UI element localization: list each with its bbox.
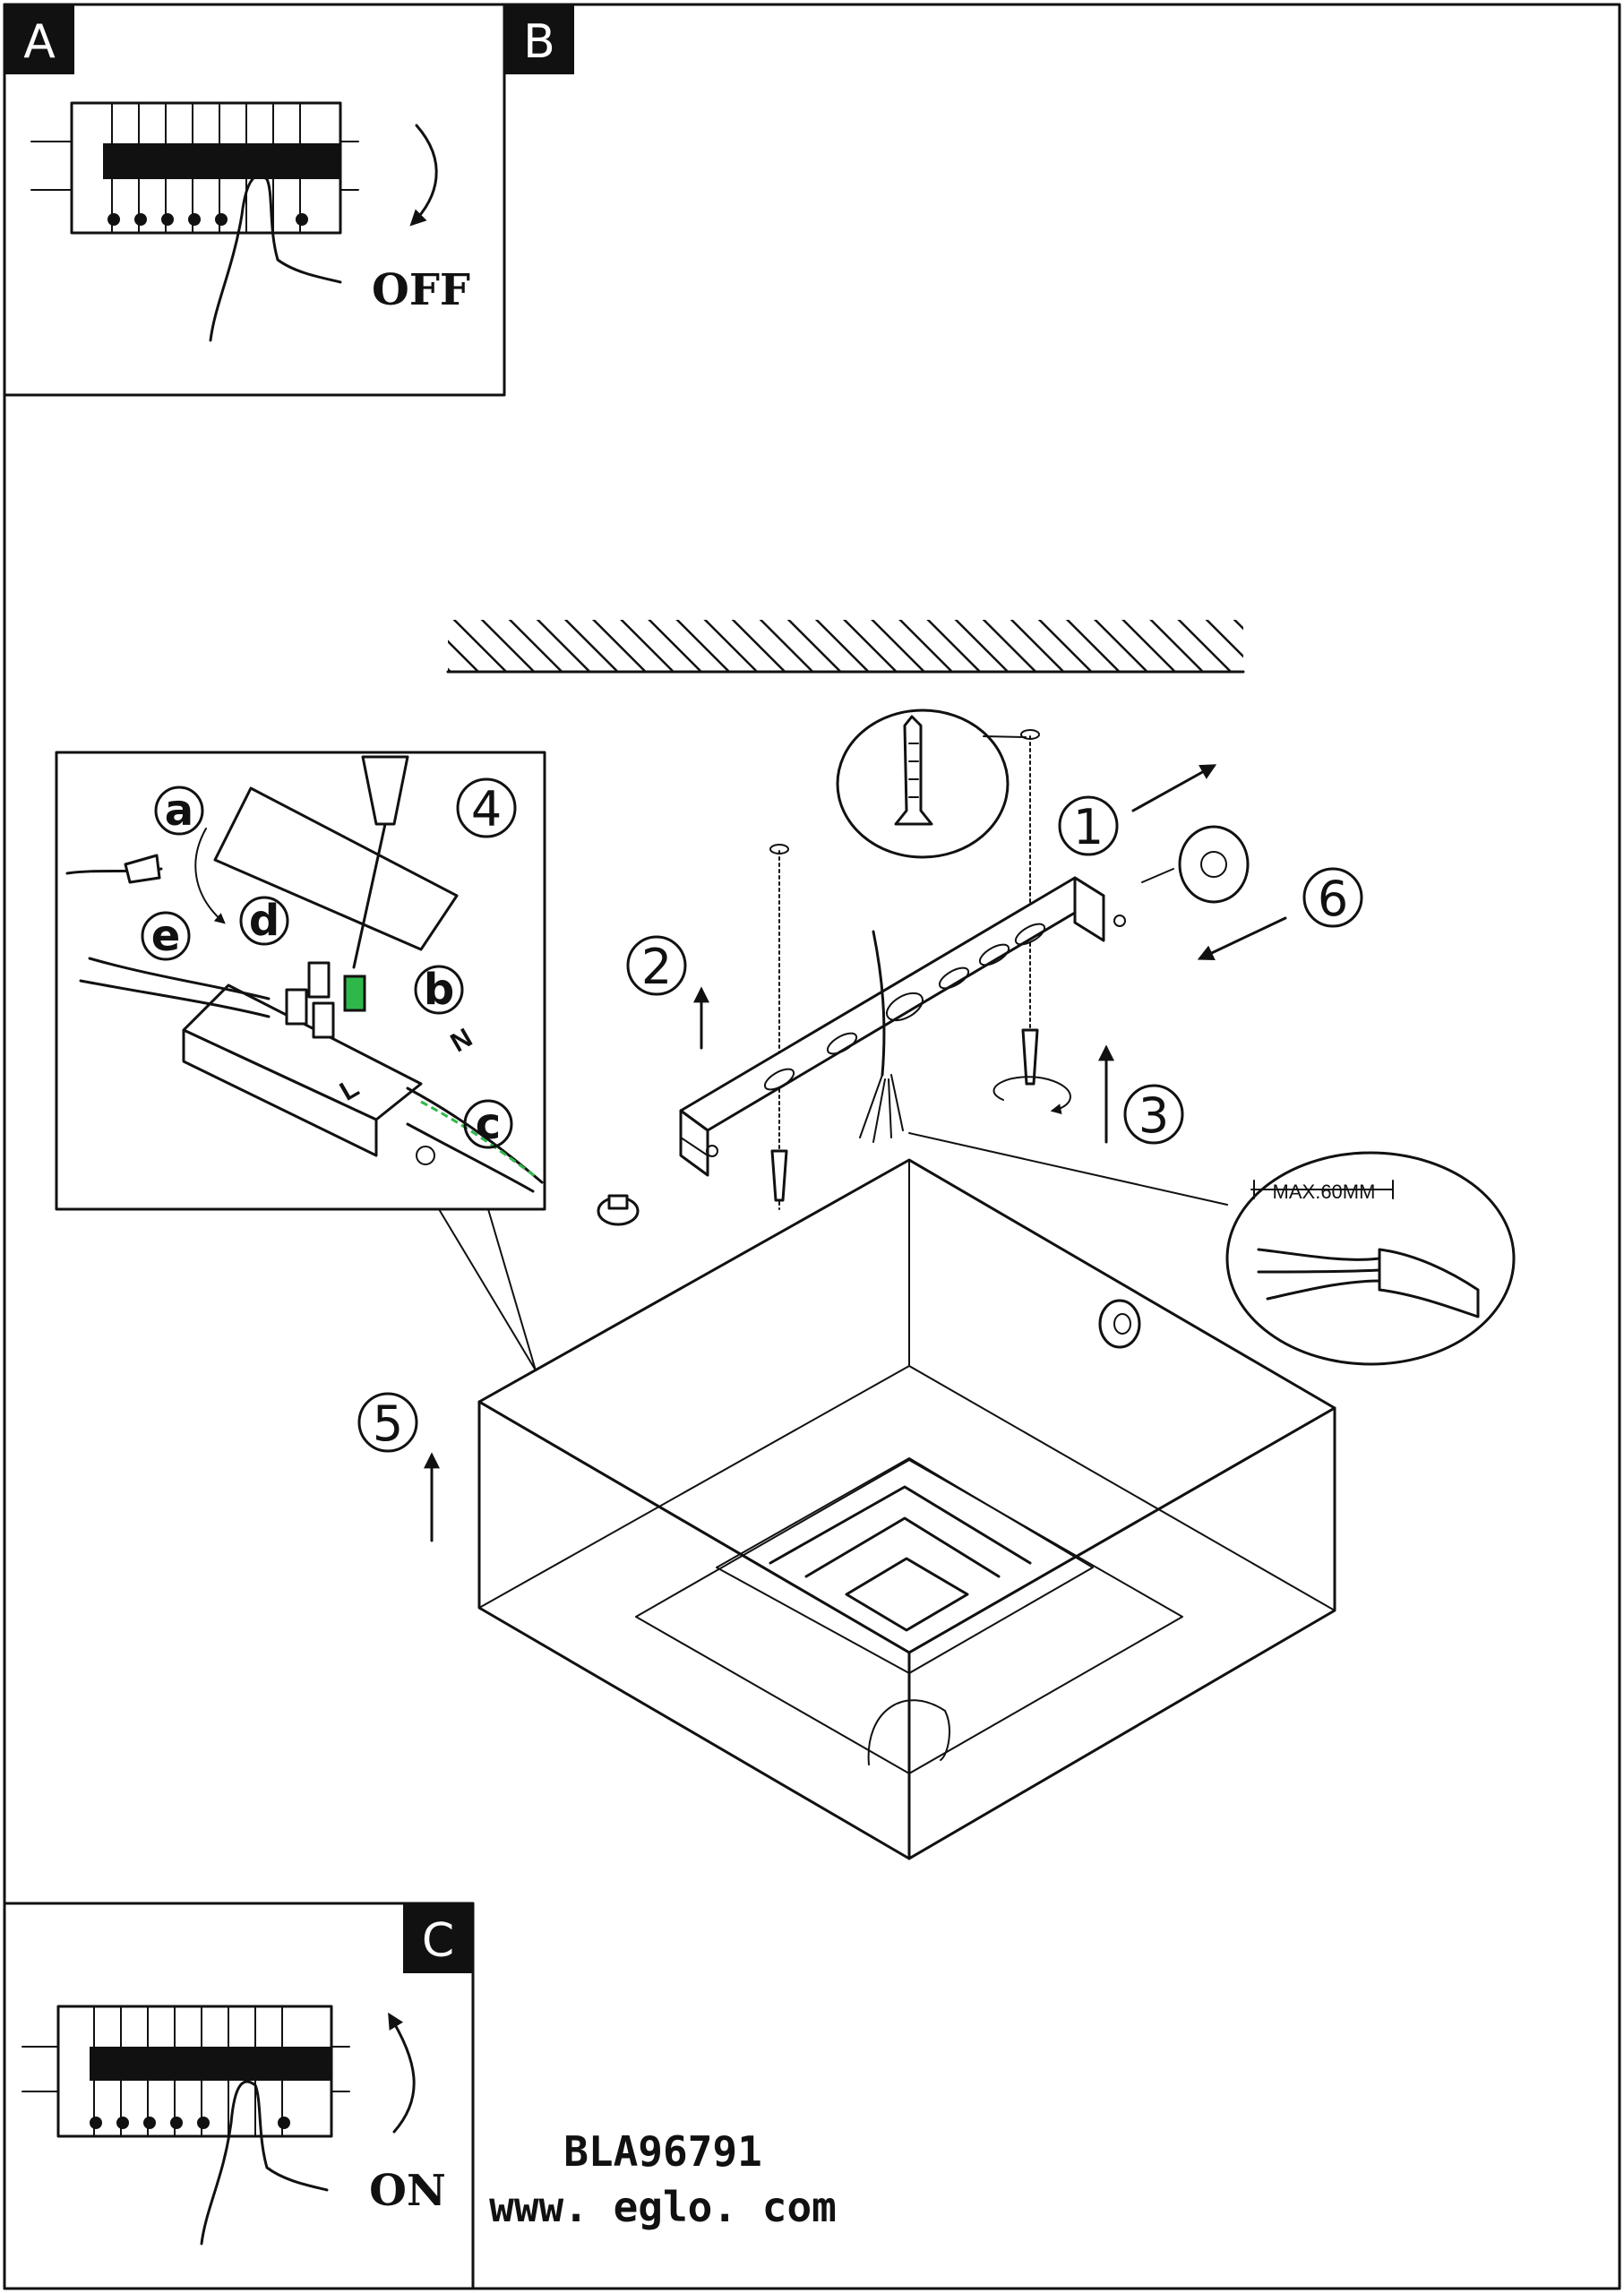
panel-b-tag <box>504 4 574 74</box>
panel-b-letter: B <box>523 15 555 69</box>
screwdriver-icon <box>361 755 409 826</box>
step-markers: 1 2 3 4 5 6 <box>357 764 1363 1542</box>
website-url: www. eglo. com <box>489 2183 837 2231</box>
step-2-circle <box>626 935 687 996</box>
mounting-screws <box>769 729 1040 1210</box>
panel-a: A OFF <box>3 3 506 397</box>
curved-arrow-icon <box>194 828 226 924</box>
step-5-circle <box>357 1392 418 1453</box>
panel-c-letter: C <box>422 1914 454 1968</box>
step-4-circle <box>456 777 517 838</box>
screw-icon <box>1021 1028 1039 1086</box>
hand-icon <box>200 2080 329 2246</box>
cable-length-callout: MAX.60MM <box>908 1132 1516 1366</box>
ceiling-luminaire <box>477 1158 1336 1860</box>
page-border <box>3 3 1621 2290</box>
model-number: BLA96791 <box>563 2127 762 2176</box>
screw-icon <box>770 1149 788 1202</box>
panel-c-frame <box>3 1902 475 2290</box>
sub-step-e-label: e <box>151 911 181 961</box>
panel-c-tag <box>403 1903 473 1973</box>
hand-icon <box>209 174 342 342</box>
step-1-circle <box>1058 795 1119 856</box>
loose-screw-icon <box>597 1194 640 1226</box>
panel-a-frame <box>3 3 506 397</box>
panel-a-letter: A <box>23 15 56 69</box>
sub-step-b-label: b <box>424 965 454 1015</box>
step-2-label: 2 <box>641 939 672 995</box>
wall-plug-callout <box>836 709 1027 859</box>
on-label: ON <box>369 2166 446 2216</box>
switch-down-arrow-icon <box>409 124 438 227</box>
cable-length-label: MAX.60MM <box>1273 1181 1376 1203</box>
off-label: OFF <box>372 265 470 315</box>
circuit-breaker-icon <box>21 2005 350 2138</box>
step-5-label: 5 <box>373 1396 403 1452</box>
panel-b: B <box>504 4 574 74</box>
step-6-label: 6 <box>1318 871 1348 927</box>
step-6-arrow-icon <box>1197 916 1287 960</box>
ceiling-hatch <box>448 620 1243 672</box>
diffuser-outer <box>635 1459 1183 1774</box>
mounting-bracket <box>679 876 1126 1177</box>
step-3-rotate-icon <box>992 1076 1071 1114</box>
terminal-n-label: N <box>446 1023 477 1058</box>
cable-entry-hole <box>1098 1299 1141 1349</box>
supply-cable <box>859 930 904 1143</box>
sub-step-a-label: a <box>165 786 193 836</box>
step-1-arrow-icon <box>1131 764 1217 812</box>
sub-step-c-label: c <box>476 1099 501 1149</box>
wall-plug-icon <box>894 715 933 826</box>
step-1-label: 1 <box>1073 799 1104 855</box>
circuit-breaker-icon <box>30 101 359 235</box>
side-screw <box>1141 825 1250 904</box>
step-3-label: 3 <box>1139 1087 1169 1144</box>
wiring-detail: a b c d e N L <box>55 751 546 1371</box>
wiring-detail-frame <box>55 751 546 1211</box>
switch-up-arrow-icon <box>388 2012 416 2134</box>
panel-c: C ON <box>3 1902 475 2290</box>
step-6-circle <box>1302 867 1363 928</box>
step-4-label: 4 <box>471 781 502 837</box>
panel-a-tag <box>4 4 74 74</box>
sub-step-d-label: d <box>249 896 279 946</box>
step-3-circle <box>1123 1084 1184 1145</box>
